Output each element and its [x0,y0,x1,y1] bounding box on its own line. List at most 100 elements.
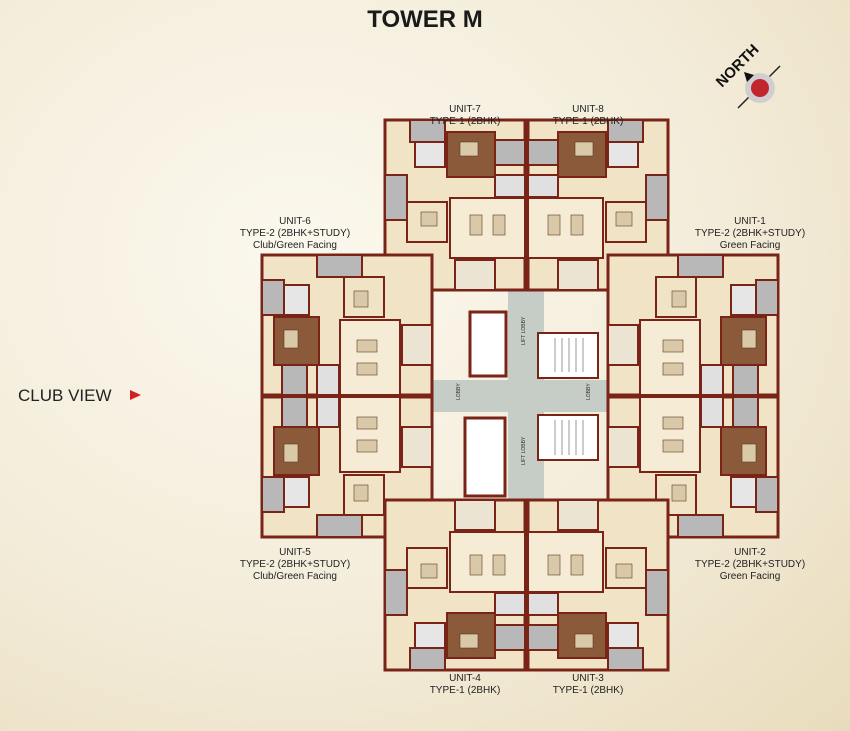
toilet [494,174,526,198]
furniture [353,290,369,308]
toilet [730,284,757,316]
balcony [732,364,759,396]
furniture [662,416,684,430]
balcony [281,364,308,396]
staircase [537,332,599,379]
furniture [662,362,684,376]
club-view-label: CLUB VIEW [18,386,112,405]
furniture [459,633,479,649]
furniture [492,554,506,576]
balcony [384,569,408,616]
club-view-arrow-icon [130,390,141,400]
balcony [281,396,308,428]
lift-shaft [468,310,508,378]
lobby-left-label: LOBBY [456,383,462,400]
lift-lobby-top-label: LIFT LOBBY [521,316,527,345]
staircase [537,414,599,461]
kitchen [607,324,639,366]
toilet [494,592,526,616]
furniture [671,290,687,308]
lift-shaft [463,416,507,498]
balcony [645,174,669,221]
master-bedroom [446,612,496,659]
toilet [527,174,559,198]
living-dining [339,319,401,396]
balcony [645,569,669,616]
unit-6-plan [260,253,434,397]
balcony [607,647,644,671]
living-dining [639,396,701,473]
furniture [356,416,378,430]
furniture [420,563,438,579]
page-title: TOWER M [367,6,483,33]
furniture [662,339,684,353]
toilet [316,396,340,428]
furniture [574,141,594,157]
master-bedroom [446,131,496,178]
lift-lobby-bottom-label: LIFT LOBBY [521,436,527,465]
furniture [469,554,483,576]
furniture [492,214,506,236]
kitchen [401,324,433,366]
living-dining [527,531,604,593]
toilet [527,592,559,616]
balcony [755,476,779,513]
furniture [741,443,757,463]
unit-1-plan [606,253,780,397]
toilet [414,141,446,168]
furniture [420,211,438,227]
furniture [547,554,561,576]
kitchen [607,426,639,468]
balcony [527,624,559,651]
living-dining [527,197,604,259]
balcony [261,476,285,513]
toilet [730,476,757,508]
furniture [615,211,633,227]
furniture [615,563,633,579]
kitchen [401,426,433,468]
furniture [283,329,299,349]
kitchen [557,259,599,291]
furniture [459,141,479,157]
furniture [574,633,594,649]
north-arrow-icon [744,72,754,82]
toilet [283,476,310,508]
north-compass: NORTH [713,41,781,109]
balcony [732,396,759,428]
balcony [755,279,779,316]
master-bedroom [557,612,607,659]
living-dining [449,197,526,259]
balcony [494,624,526,651]
balcony [677,254,724,278]
balcony [494,139,526,166]
furniture [741,329,757,349]
balcony [527,139,559,166]
unit-3-plan [526,498,670,672]
furniture [570,214,584,236]
furniture [671,484,687,502]
kitchen [454,499,496,531]
kitchen [454,259,496,291]
balcony [677,514,724,538]
living-dining [639,319,701,396]
furniture [283,443,299,463]
toilet [283,284,310,316]
furniture [469,214,483,236]
kitchen [557,499,599,531]
toilet [607,141,639,168]
balcony [409,647,446,671]
unit-4-plan [383,498,527,672]
balcony [261,279,285,316]
toilet [700,396,724,428]
furniture [662,439,684,453]
toilet [607,622,639,649]
